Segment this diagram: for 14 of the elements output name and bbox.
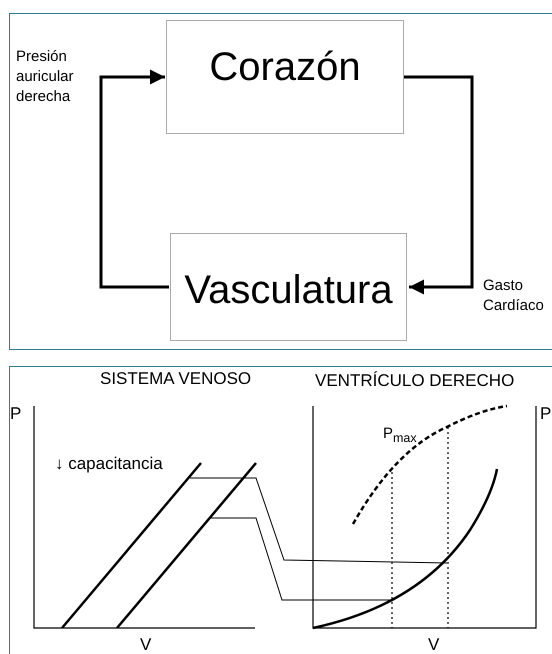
- arrow: [100, 70, 169, 288]
- edge-label: Presión auricular derecha: [16, 47, 75, 107]
- axis-label: V: [140, 636, 152, 654]
- arrow: [404, 76, 474, 294]
- panel-title: SISTEMA VENOSO: [100, 370, 252, 388]
- process-box: Vasculatura: [170, 233, 407, 341]
- panel-title: VENTRÍCULO DERECHO: [315, 372, 514, 390]
- axis-label: V: [428, 636, 440, 654]
- curve-label: P$_{max}$: [383, 425, 417, 447]
- annotation: ↓ capacitancia: [55, 455, 163, 473]
- axis-label: P: [10, 405, 22, 423]
- process-box: Corazón: [166, 20, 404, 134]
- axis-label: P: [540, 405, 552, 423]
- edge-label: Gasto Cardíaco: [483, 276, 543, 316]
